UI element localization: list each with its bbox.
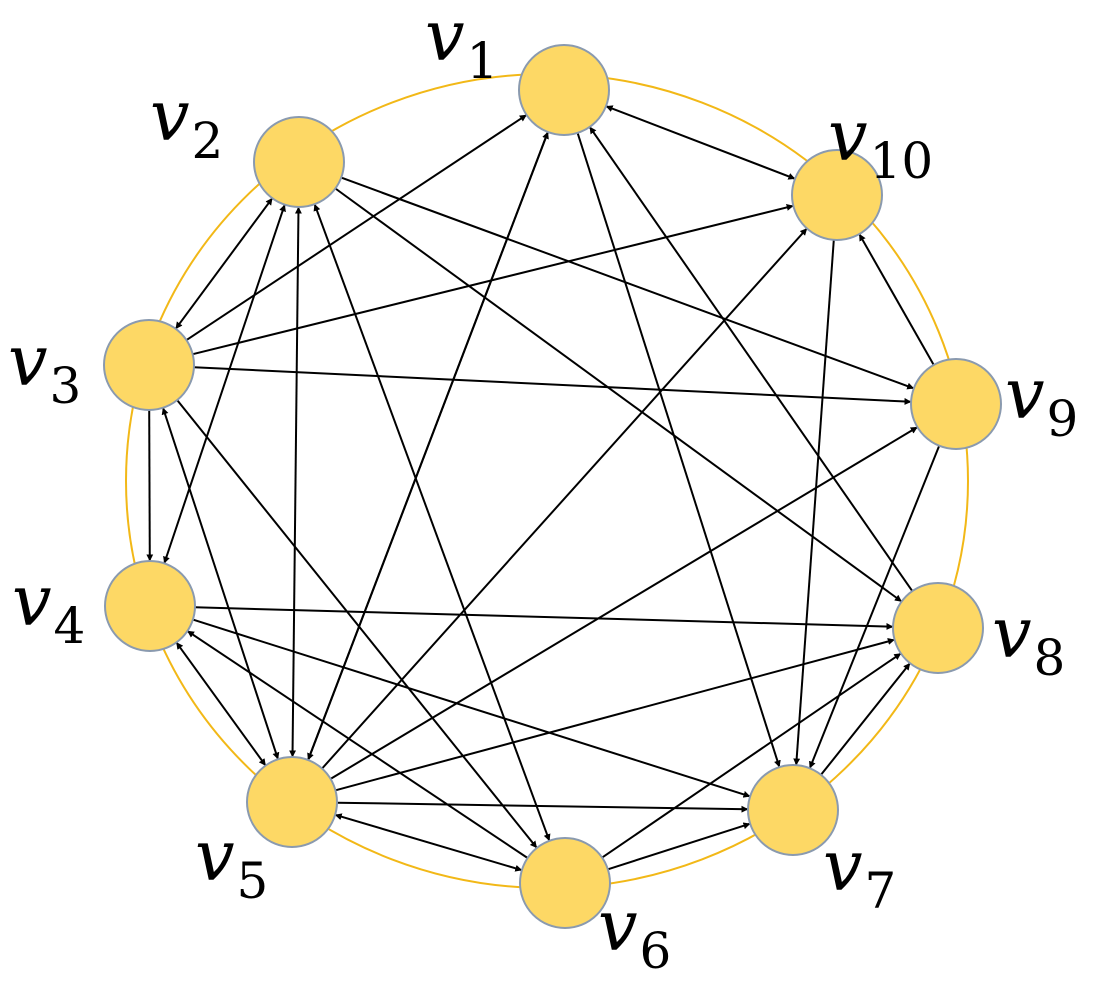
node-label-subscript: 10: [870, 132, 934, 190]
edge-v9-v7: [808, 445, 941, 769]
edge-v5-v9: [330, 426, 918, 780]
edge-v4-v8: [194, 606, 894, 631]
edge-v5-v1: [307, 131, 549, 761]
edge-v5-v6: [334, 813, 523, 872]
edge-v3-v9: [193, 366, 912, 405]
node-v3: [103, 319, 195, 411]
edge-v4-v5: [175, 641, 267, 767]
node-v9: [910, 358, 1002, 450]
node-label-subscript: 9: [1047, 390, 1079, 448]
edge-v4-v7: [192, 618, 751, 798]
edge-v9-v10: [858, 233, 935, 366]
edge-v2-v5: [289, 206, 302, 758]
edge-v3-v1: [185, 114, 528, 341]
node-label-letter: v: [1005, 353, 1045, 435]
edge-v6-v4: [186, 630, 529, 859]
edge-v2-v6: [313, 203, 551, 842]
node-label-v1: v1: [425, 0, 498, 90]
node-label-subscript: 3: [50, 357, 82, 415]
node-label-v6: v6: [598, 885, 671, 980]
node-label-letter: v: [823, 825, 863, 907]
node-v1: [518, 44, 610, 136]
node-v10: [791, 149, 883, 241]
edge-v1-v10: [605, 105, 796, 180]
node-label-subscript: 2: [192, 112, 224, 170]
edge-v1-v7: [576, 132, 781, 768]
node-label-v5: v5: [195, 815, 268, 910]
node-label-subscript: 4: [54, 597, 86, 655]
node-label-v9: v9: [1005, 353, 1078, 448]
edge-v2-v9: [340, 176, 915, 390]
node-v8: [892, 582, 984, 674]
node-label-letter: v: [992, 592, 1032, 674]
node-label-subscript: 6: [640, 922, 672, 980]
node-label-letter: v: [598, 885, 638, 967]
node-v7: [747, 764, 839, 856]
node-v2: [253, 116, 345, 208]
node-label-letter: v: [150, 75, 190, 157]
node-label-letter: v: [195, 815, 235, 897]
edge-v3-v4: [146, 409, 154, 562]
node-label-subscript: 1: [467, 32, 499, 90]
node-v4: [104, 560, 196, 652]
edge-v5-v7: [336, 801, 749, 813]
node-label-v8: v8: [992, 592, 1065, 687]
edge-v5-v8: [335, 638, 895, 792]
edge-v3-v10: [192, 203, 794, 356]
node-label-subscript: 5: [237, 852, 269, 910]
edge-v8-v1: [588, 126, 914, 592]
edge-v6-v8: [601, 652, 902, 859]
edge-v6-v7: [607, 822, 751, 871]
edge-group: [146, 105, 941, 872]
node-label-letter: v: [12, 560, 52, 642]
node-label-letter: v: [425, 0, 465, 77]
node-v5: [246, 756, 338, 848]
node-label-subscript: 7: [865, 862, 897, 920]
node-label-letter: v: [8, 320, 48, 402]
node-label-v10: v10: [828, 95, 933, 190]
node-label-v2: v2: [150, 75, 223, 170]
edge-v2-v8: [334, 187, 903, 603]
node-label-subscript: 8: [1034, 629, 1066, 687]
edge-v10-v7: [793, 239, 835, 766]
node-label-v7: v7: [823, 825, 896, 920]
node-label-v4: v4: [12, 560, 85, 655]
edge-v5-v10: [321, 227, 808, 770]
node-label-letter: v: [828, 95, 868, 177]
node-group: [103, 44, 1002, 929]
node-v6: [519, 837, 611, 929]
node-label-v3: v3: [8, 320, 81, 415]
edge-v3-v6: [176, 399, 538, 849]
edge-v7-v8: [820, 662, 911, 776]
